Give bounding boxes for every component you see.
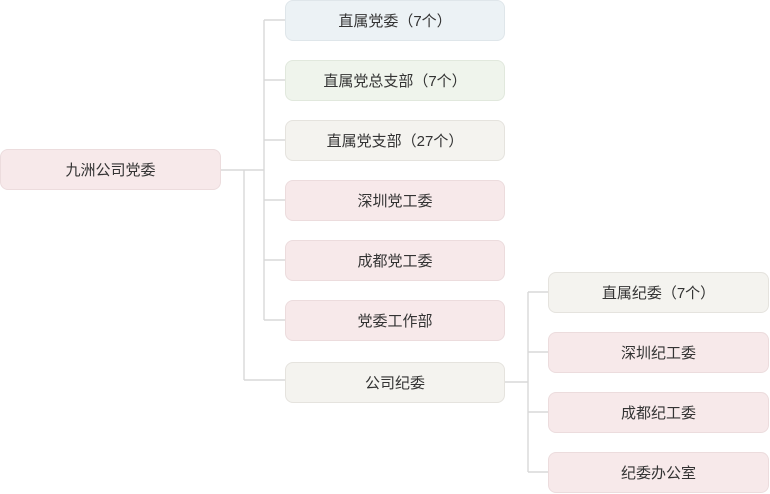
node-shenzhen-discipline-work-committee[interactable]: 深圳纪工委 — [548, 332, 769, 373]
node-chengdu-discipline-work-committee[interactable]: 成都纪工委 — [548, 392, 769, 433]
node-shenzhen-party-work-committee[interactable]: 深圳党工委 — [285, 180, 505, 221]
node-direct-discipline-committees[interactable]: 直属纪委（7个） — [548, 272, 769, 313]
node-direct-general-branches[interactable]: 直属党总支部（7个） — [285, 60, 505, 101]
node-root[interactable]: 九洲公司党委 — [0, 149, 221, 190]
node-chengdu-party-work-committee[interactable]: 成都党工委 — [285, 240, 505, 281]
node-company-discipline-committee[interactable]: 公司纪委 — [285, 362, 505, 403]
node-direct-party-committees[interactable]: 直属党委（7个） — [285, 0, 505, 41]
node-party-work-department[interactable]: 党委工作部 — [285, 300, 505, 341]
node-direct-party-branches[interactable]: 直属党支部（27个） — [285, 120, 505, 161]
node-discipline-office[interactable]: 纪委办公室 — [548, 452, 769, 493]
